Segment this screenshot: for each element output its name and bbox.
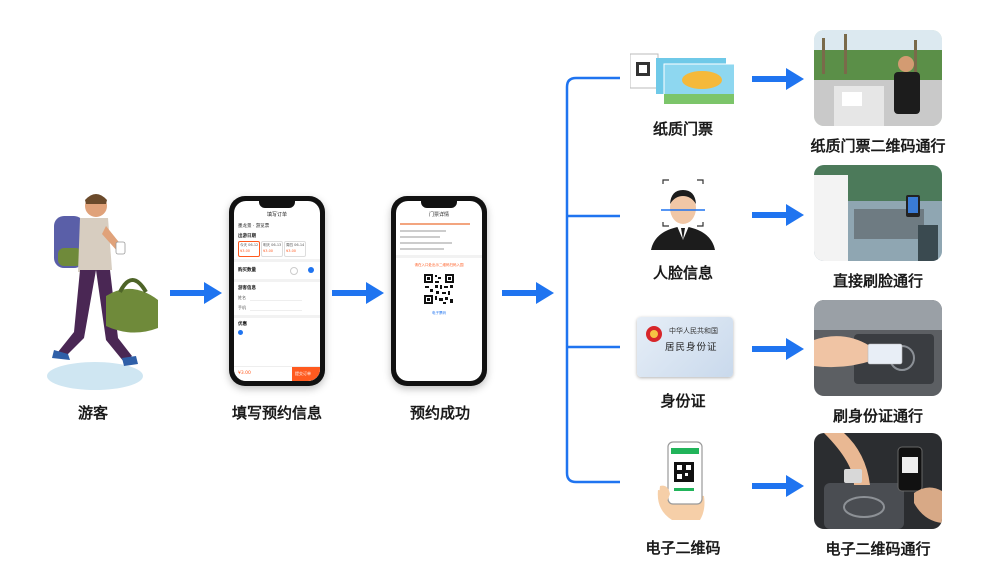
id-card-title: 居民身份证 [665,342,718,353]
face-pass-label: 直接刷脸通行 [832,272,923,290]
paper-ticket-label: 纸质门票 [652,120,713,138]
hand-phone-qr-image [654,440,714,522]
method-arrow-4 [752,475,804,497]
qty-section-title: 购买数量 [238,268,256,273]
id-card-country: 中华人民共和国 [669,327,718,335]
submit-order-button[interactable]: 提交订单 [292,367,320,381]
date-section-title: 出游日期 [238,234,256,239]
scan-instruction: 请在入口处出示二维码扫码入园 [414,263,464,267]
order-bottom-bar: ¥3.00 提交订单 [234,366,320,381]
ticket-qr-code [423,273,455,305]
name-field[interactable] [250,295,302,301]
date-option-2[interactable]: 明天 06-13 ¥3.00 [261,241,283,257]
method-arrow-3 [752,338,804,360]
flow-arrow-1 [170,282,222,304]
e-qr-pass-label: 电子二维码通行 [825,540,931,558]
tourist-illustration [40,188,170,398]
method-arrow-1 [752,68,804,90]
id-card-gate-photo [814,300,942,396]
face-gate-photo [814,165,942,261]
id-card-pass-label: 刷身份证通行 [832,407,923,425]
booking-form-phone: 填写订单 墨龙景 · 游览票 出游日期 今天 06-12 ¥3.00 明天 06… [229,196,325,386]
paper-ticket-gate-photo [814,30,942,126]
fill-info-label: 填写预约信息 [231,404,322,422]
phone-field-label: 手机 [238,305,246,310]
info-section-title: 游客信息 [238,286,256,291]
discount-section-title: 优惠 [238,322,247,327]
emblem-icon [646,326,662,342]
tourist-label: 游客 [77,404,108,422]
name-field-label: 姓名 [238,295,246,300]
form-title: 填写订单 [266,212,287,218]
face-info-label: 人脸信息 [652,264,713,282]
branch-bracket [565,76,620,484]
flow-arrow-3 [502,282,554,304]
ticket-details [400,221,478,253]
paper-ticket-image [629,52,741,106]
paper-ticket-pass-label: 纸质门票二维码通行 [810,137,946,155]
booking-success-label: 预约成功 [409,404,470,422]
date-option-3[interactable]: 周四 06-14 ¥3.00 [284,241,306,257]
date-option-1[interactable]: 今天 06-12 ¥3.00 [238,241,260,257]
method-arrow-2 [752,204,804,226]
e-qr-gate-photo [814,433,942,529]
id-card-image: 中华人民共和国 居民身份证 [637,317,733,377]
ticket-title: 门票详情 [428,212,449,218]
booking-success-phone: 门票详情 请在入口处出示二维码扫码入园 电子票码 [391,196,487,386]
phone-field[interactable] [250,305,302,311]
form-subtitle: 墨龙景 · 游览票 [238,224,270,229]
discount-icon [238,330,243,335]
ticket-code-label: 电子票码 [432,311,446,315]
id-card-label: 身份证 [660,392,706,410]
flow-arrow-2 [332,282,384,304]
qty-stepper[interactable] [290,267,316,275]
face-recognition-image [645,178,721,252]
e-qr-label: 电子二维码 [645,539,721,557]
